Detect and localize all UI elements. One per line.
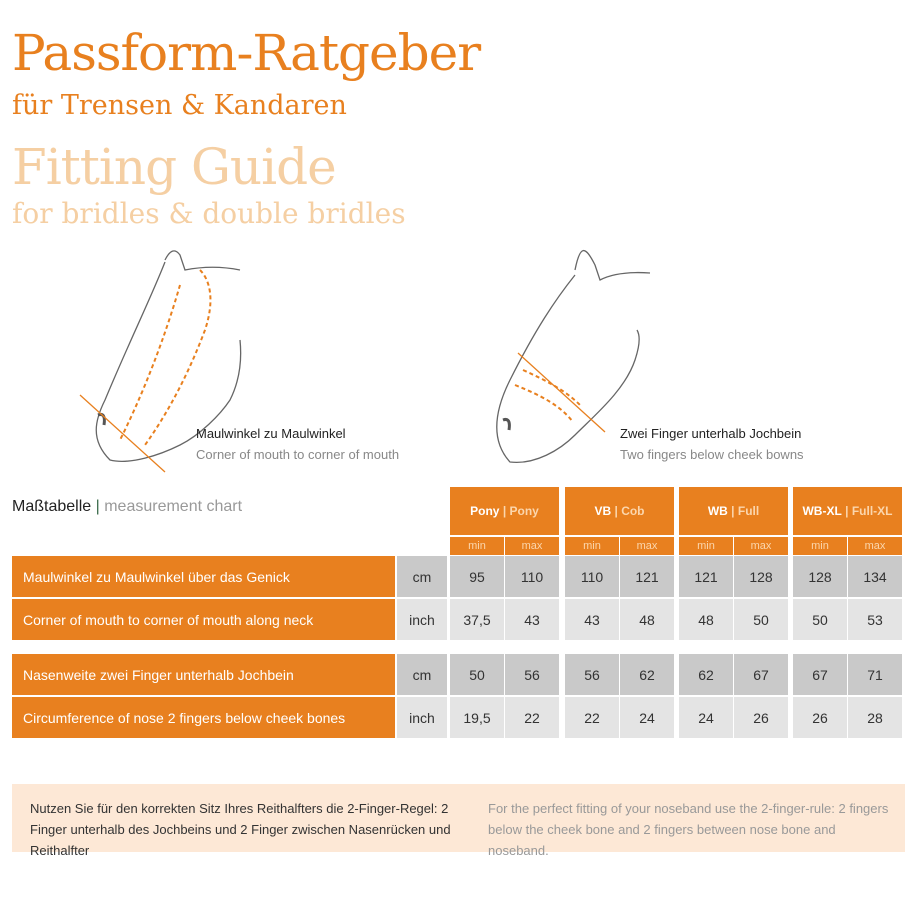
value-cell: 48 — [620, 599, 674, 640]
note-en: For the perfect fitting of your noseband… — [488, 801, 889, 858]
figure2-caption: Zwei Finger unterhalb Jochbein Two finge… — [620, 426, 804, 462]
value-cell: 48 — [679, 599, 733, 640]
value-cell: 110 — [505, 556, 559, 597]
row-label: Circumference of nose 2 fingers below ch… — [12, 697, 395, 738]
value-cell: 56 — [505, 654, 559, 695]
size-header-pony: Pony | Pony — [450, 487, 559, 535]
value-cell: 50 — [734, 599, 788, 640]
fitting-note: Nutzen Sie für den korrekten Sitz Ihres … — [12, 784, 905, 858]
value-cell: 71 — [848, 654, 902, 695]
min-header: min — [793, 537, 847, 555]
value-cell: 121 — [679, 556, 733, 597]
value-cell: 24 — [620, 697, 674, 738]
max-header: max — [734, 537, 788, 555]
max-header: max — [620, 537, 674, 555]
unit-cell: cm — [397, 556, 447, 597]
value-cell: 134 — [848, 556, 902, 597]
max-header: max — [848, 537, 902, 555]
unit-cell: inch — [397, 697, 447, 738]
value-cell: 50 — [450, 654, 504, 695]
value-cell: 19,5 — [450, 697, 504, 738]
min-header: min — [679, 537, 733, 555]
value-cell: 22 — [505, 697, 559, 738]
value-cell: 121 — [620, 556, 674, 597]
row-label: Maulwinkel zu Maulwinkel über das Genick — [12, 556, 395, 597]
value-cell: 128 — [793, 556, 847, 597]
min-header: min — [450, 537, 504, 555]
value-cell: 62 — [679, 654, 733, 695]
value-cell: 43 — [565, 599, 619, 640]
horse-head-mouth-measure-illustration — [79, 250, 242, 473]
value-cell: 43 — [505, 599, 559, 640]
value-cell: 56 — [565, 654, 619, 695]
row-label: Corner of mouth to corner of mouth along… — [12, 599, 395, 640]
value-cell: 110 — [565, 556, 619, 597]
size-header-cob: VB | Cob — [565, 487, 674, 535]
value-cell: 26 — [734, 697, 788, 738]
unit-cell: inch — [397, 599, 447, 640]
value-cell: 95 — [450, 556, 504, 597]
value-cell: 128 — [734, 556, 788, 597]
subtitle-de: für Trensen & Kandaren — [12, 90, 347, 121]
value-cell: 22 — [565, 697, 619, 738]
row-label: Nasenweite zwei Finger unterhalb Jochbei… — [12, 654, 395, 695]
size-header-full-xl: WB-XL | Full-XL — [793, 487, 902, 535]
value-cell: 53 — [848, 599, 902, 640]
title-de: Passform-Ratgeber — [12, 24, 481, 82]
value-cell: 26 — [793, 697, 847, 738]
value-cell: 67 — [734, 654, 788, 695]
max-header: max — [505, 537, 559, 555]
table-title: Maßtabelle | measurement chart — [12, 498, 243, 515]
unit-cell: cm — [397, 654, 447, 695]
min-header: min — [565, 537, 619, 555]
horse-head-nose-measure-illustration — [496, 249, 651, 464]
note-de: Nutzen Sie für den korrekten Sitz Ihres … — [30, 801, 451, 858]
value-cell: 67 — [793, 654, 847, 695]
value-cell: 28 — [848, 697, 902, 738]
value-cell: 24 — [679, 697, 733, 738]
figure1-caption: Maulwinkel zu Maulwinkel Corner of mouth… — [196, 426, 400, 462]
title-en: Fitting Guide — [12, 138, 337, 196]
value-cell: 50 — [793, 599, 847, 640]
size-header-full: WB | Full — [679, 487, 788, 535]
subtitle-en: for bridles & double bridles — [12, 197, 406, 230]
value-cell: 62 — [620, 654, 674, 695]
value-cell: 37,5 — [450, 599, 504, 640]
